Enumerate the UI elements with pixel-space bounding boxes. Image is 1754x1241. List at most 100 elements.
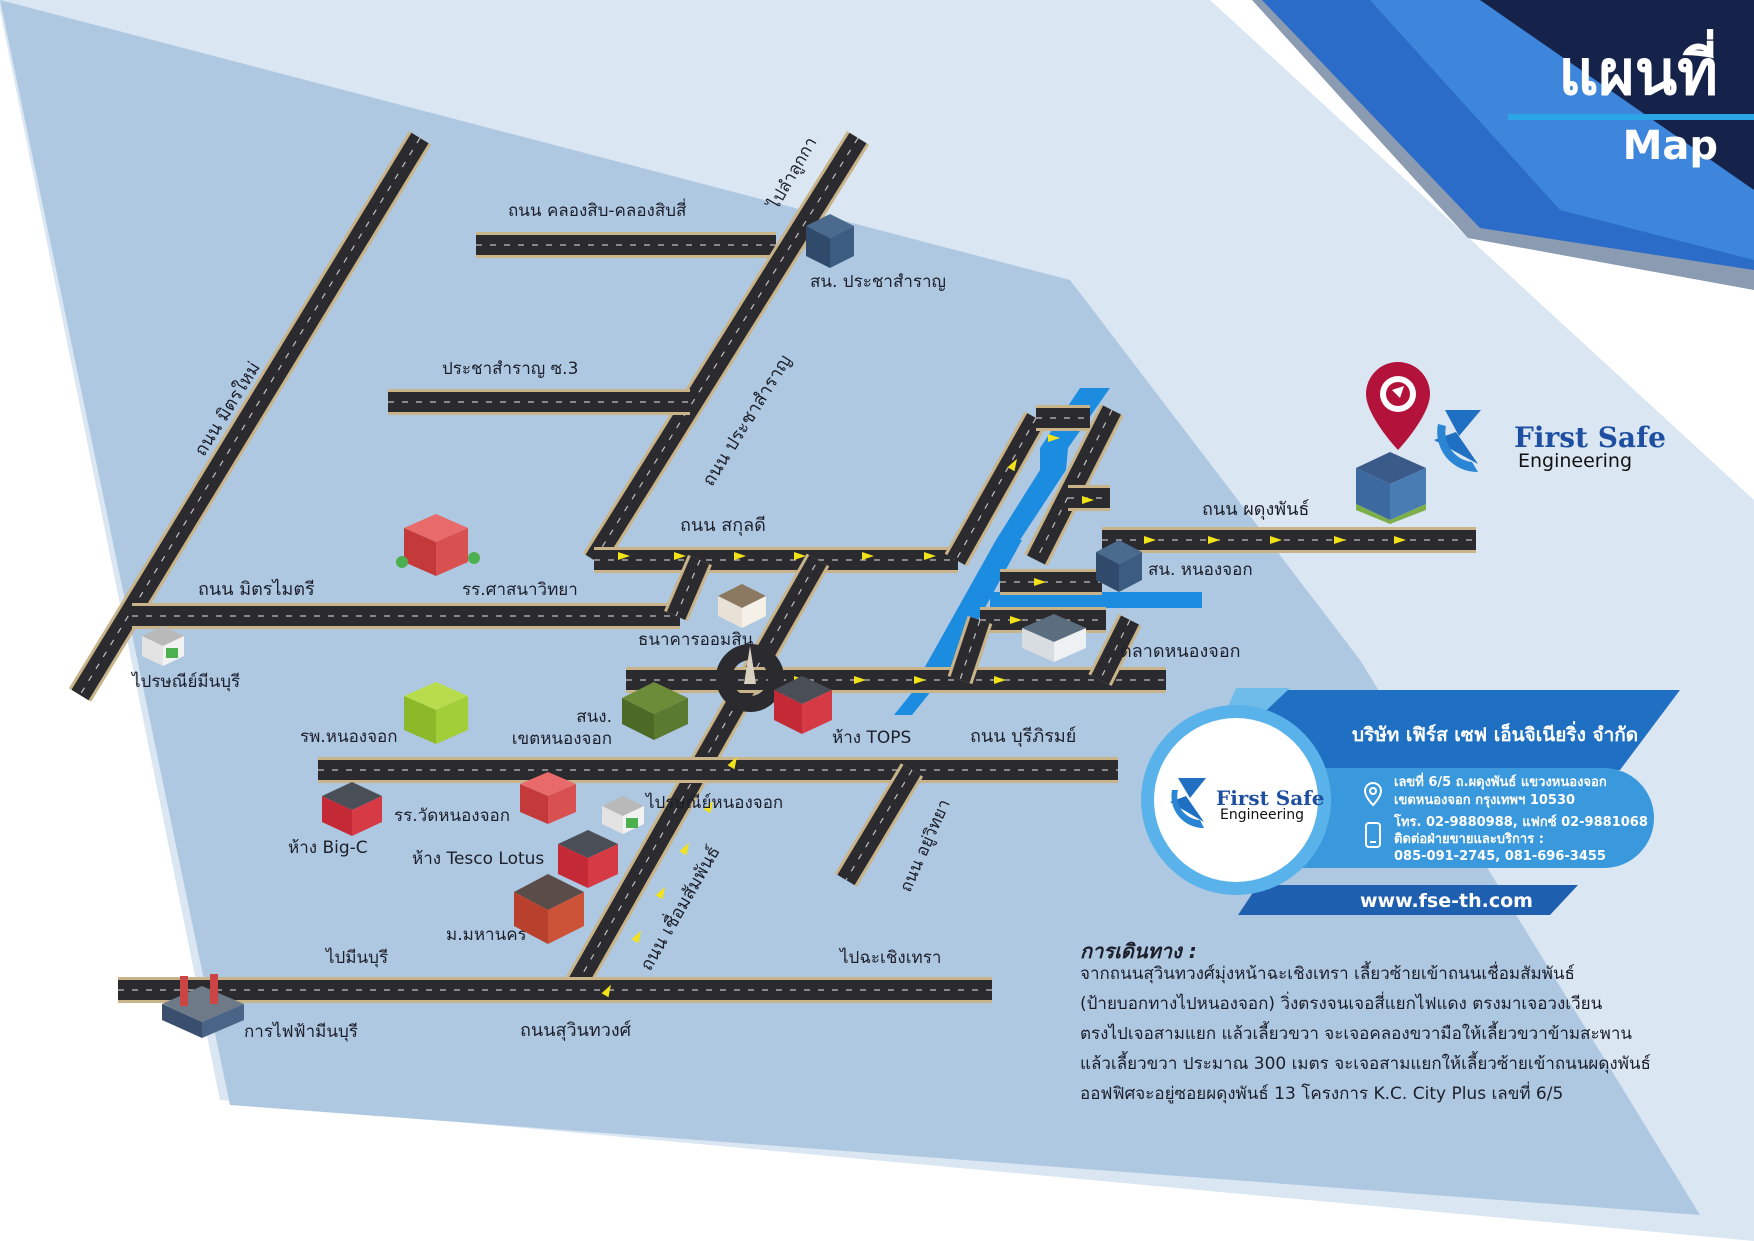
route-arrow — [655, 886, 665, 900]
post-office-icon — [602, 796, 644, 834]
sales-label: ติดต่อฝ่ายขายและบริการ : — [1394, 832, 1544, 847]
panel-brand-name: First Safe — [1216, 786, 1325, 810]
directions-line: ออฟฟิศจะอยู่ซอยผดุงพันธ์ 13 โครงการ K.C.… — [1080, 1084, 1564, 1104]
brand-logo-main — [1434, 410, 1481, 473]
road-label-khlong-sip: ถนน คลองสิบ-คลองสิบสี่ — [508, 201, 687, 221]
road-label-buri-rom: ถนน บุรีภิรมย์ — [970, 726, 1077, 747]
sales-phones: 085-091-2745, 081-696-3455 — [1394, 849, 1606, 864]
place-label-police-nongchok: สน. หนองจอก — [1148, 560, 1253, 580]
route-arrow — [914, 676, 926, 684]
route-arrow — [1034, 578, 1046, 586]
place-label-tops: ห้าง TOPS — [832, 728, 912, 748]
phone-fax: โทร. 02-9880988, แฟกซ์ 02-9881068 — [1394, 815, 1648, 830]
roundabout-monument — [744, 646, 756, 684]
route-arrow — [1144, 536, 1156, 544]
market-icon — [1022, 614, 1086, 662]
place-label-hospital: รพ.หนองจอก — [300, 727, 398, 747]
address-line-1: เลขที่ 6/5 ถ.ผดุงพันธ์ แขวงหนองจอก — [1394, 775, 1607, 790]
place-label-market-nongchok: ตลาดหนองจอก — [1120, 641, 1241, 662]
page-title-thai: แผนที่ — [1558, 36, 1718, 109]
road-centerline-east-7 — [959, 619, 981, 681]
route-arrow — [1334, 536, 1346, 544]
department-store-icon — [774, 676, 832, 734]
brand-name: First Safe — [1514, 421, 1666, 454]
road-label-suwinthawong: ถนนสุวินทวงศ์ — [520, 1020, 632, 1041]
road-label-pracha-samran-3: ประชาสำราญ ซ.3 — [442, 359, 579, 379]
place-label-post-nongchok: ไปรษณีย์หนองจอก — [646, 793, 784, 813]
department-store-icon — [322, 782, 382, 836]
location-icon — [1363, 781, 1383, 807]
directions-line: จากถนนสุวินทวงศ์มุ่งหน้าฉะเชิงเทรา เลี้ย… — [1080, 964, 1575, 984]
road-centerline-mit-link — [675, 559, 701, 617]
route-arrow — [1010, 616, 1022, 624]
police-station-icon — [1096, 540, 1142, 592]
route-arrow — [601, 984, 611, 998]
directions-line: (ป้ายบอกทางไปหนองจอก) วิ่งตรงจนเจอสี่แยก… — [1080, 994, 1603, 1014]
route-arrow — [679, 842, 689, 856]
road-east-1 — [947, 413, 1045, 565]
university-icon — [514, 874, 584, 944]
school-icon — [396, 514, 480, 576]
route-arrow — [1394, 536, 1406, 544]
road-pracha-samran — [585, 132, 867, 566]
department-store-icon — [558, 830, 618, 888]
page-title-english: Map — [1622, 123, 1718, 169]
route-arrow — [631, 930, 641, 944]
route-arrow — [674, 552, 686, 560]
road-label-pai-chachoengsao: ไปฉะเชิงเทรา — [840, 948, 942, 968]
panel-brand-sub: Engineering — [1220, 807, 1304, 823]
place-label-school-satsana: รร.ศาสนาวิทยา — [462, 580, 578, 600]
school-icon — [520, 772, 576, 824]
hospital-icon — [404, 682, 468, 744]
company-building-icon — [1356, 452, 1426, 524]
road-centerline-mitmai — [79, 137, 421, 696]
post-office-icon — [142, 626, 184, 666]
route-arrow — [1270, 536, 1282, 544]
route-arrow — [618, 552, 630, 560]
route-arrow — [924, 552, 936, 560]
bank-icon — [718, 584, 766, 628]
power-plant-icon — [162, 974, 244, 1038]
route-arrow — [734, 552, 746, 560]
route-arrow — [854, 676, 866, 684]
police-station-icon — [806, 214, 854, 268]
road-centerline-east-8 — [1099, 619, 1131, 681]
route-arrow — [994, 676, 1006, 684]
road-label-mitmaitri: ถนน มิตรไมตรี — [198, 579, 315, 600]
route-arrow — [1082, 496, 1094, 504]
road-label-sakuldi: ถนน สกุลดี — [680, 515, 766, 536]
place-label-bank-gsb: ธนาคารออมสิน — [638, 630, 754, 650]
address-line-2: เขตหนองจอก กรุงเทพฯ 10530 — [1394, 793, 1576, 808]
district-office-icon — [622, 682, 688, 740]
route-arrow — [1208, 536, 1220, 544]
brand-sub: Engineering — [1518, 450, 1632, 472]
route-arrow — [1048, 434, 1060, 442]
contact-panel — [1141, 688, 1680, 915]
road-yu-witthaya — [837, 764, 921, 886]
route-arrow — [727, 756, 737, 770]
website-link[interactable]: www.fse-th.com — [1360, 890, 1533, 912]
route-arrow — [703, 800, 713, 814]
place-label-bigc: ห้าง Big-C — [288, 838, 368, 858]
route-arrow — [794, 552, 806, 560]
title-divider — [1508, 114, 1754, 120]
directions-line: แล้วเลี้ยวขวา ประมาณ 300 เมตร จะเจอสามแย… — [1080, 1054, 1651, 1074]
place-label-police-prachasamran: สน. ประชาสำราญ — [810, 272, 947, 292]
directions-title: การเดินทาง : — [1080, 939, 1197, 963]
place-label-school-wat: รร.วัดหนองจอก — [394, 806, 511, 826]
location-pin — [1366, 362, 1430, 450]
place-label-post-minburi: ไปรษณีย์มีนบุรี — [132, 672, 241, 692]
company-name: บริษัท เฟิร์ส เซฟ เอ็นจิเนียริ่ง จำกัด — [1352, 724, 1639, 746]
brand-logo-panel — [1170, 778, 1206, 829]
header-banner — [1252, 0, 1754, 290]
road-label-phadung-phan: ถนน ผดุงพันธ์ — [1202, 499, 1310, 520]
road-label-pai-minburi: ไปมีนบุรี — [326, 948, 389, 968]
place-label-university: ม.มหานคร — [446, 925, 527, 945]
place-label-lotus: ห้าง Tesco Lotus — [412, 849, 545, 869]
directions-line: ตรงไปเจอสามแยก แล้วเลี้ยวขวา จะเจอคลองขว… — [1080, 1024, 1633, 1044]
route-arrow — [1007, 458, 1017, 472]
place-label-district-office: สนง. เขตหนองจอก — [511, 707, 612, 749]
